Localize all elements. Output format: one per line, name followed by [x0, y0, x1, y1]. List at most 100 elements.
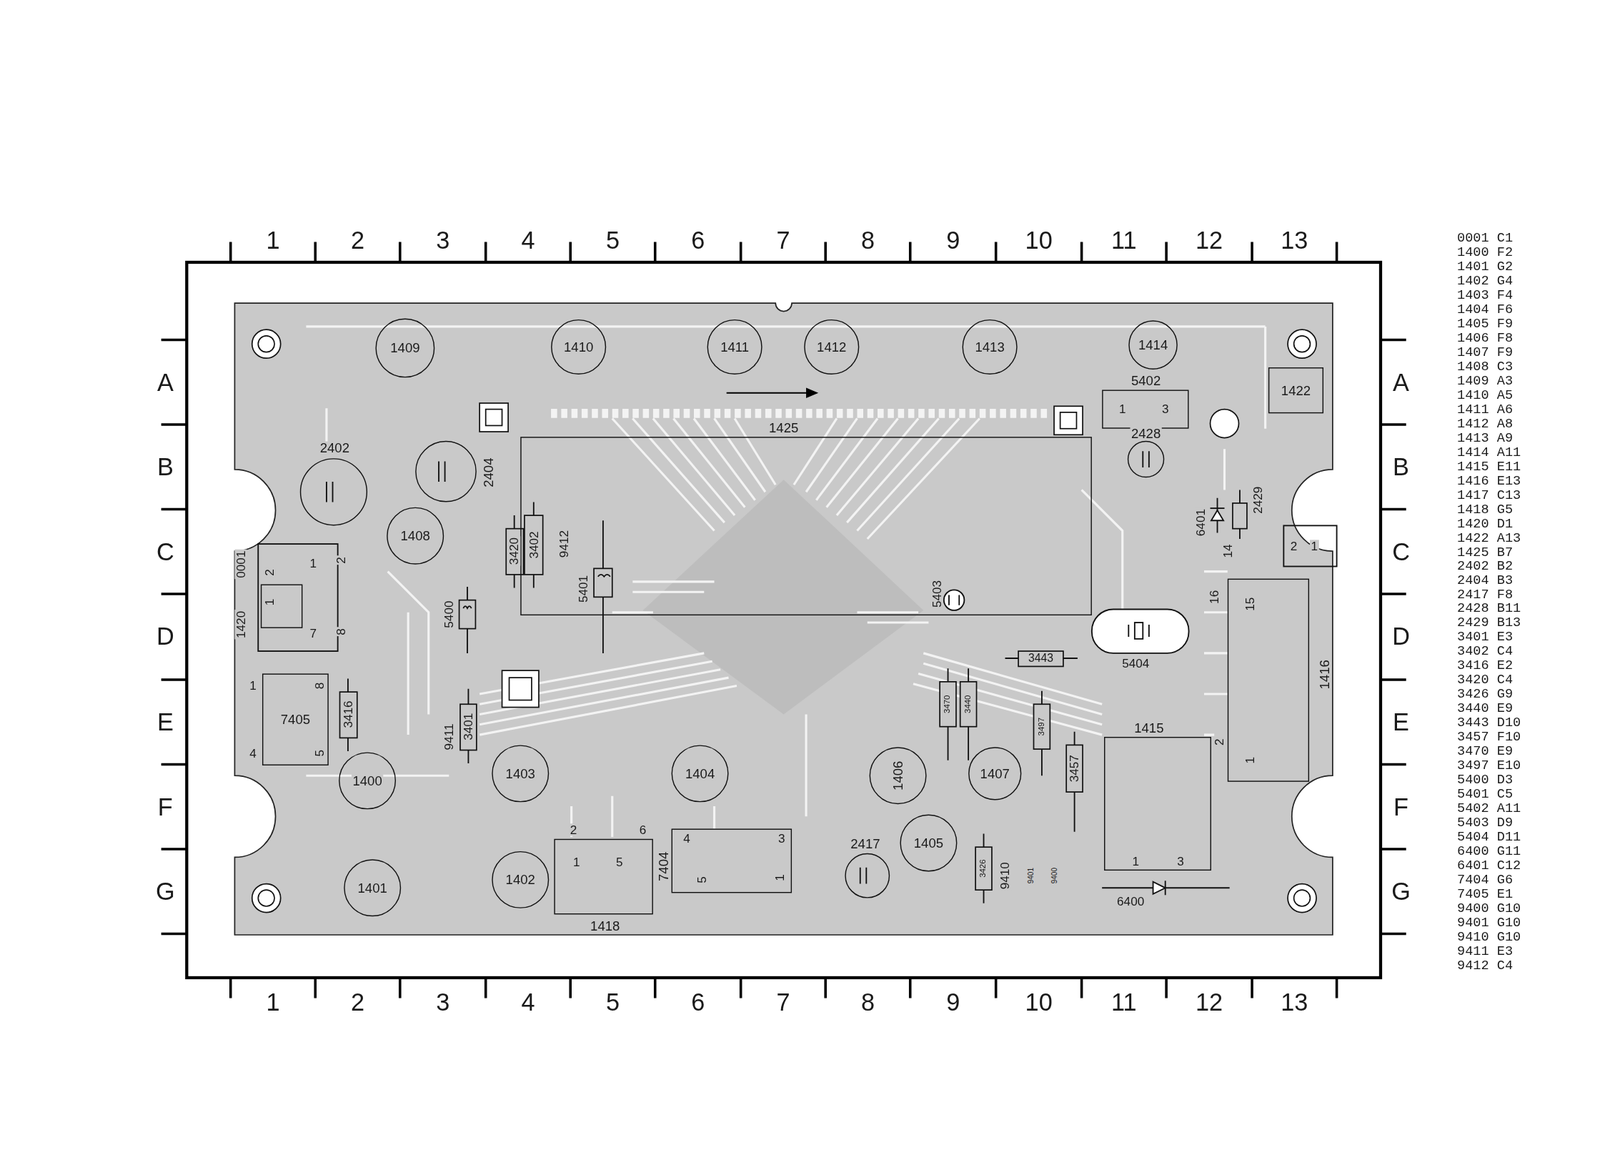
component-label: 1: [773, 873, 786, 882]
reference-table-cell: 1420 D1: [1456, 516, 1515, 531]
grid-reference: G: [1390, 878, 1413, 904]
part-number: 1418: [589, 918, 621, 933]
component-label: 2: [1213, 737, 1226, 747]
part-number: 1422: [1279, 383, 1312, 398]
component-label: 9400: [1050, 866, 1058, 885]
component-label: 1: [1131, 855, 1140, 868]
reference-table-cell: 1408 C3: [1456, 359, 1515, 374]
part-number: 1425: [768, 420, 800, 435]
reference-table-cell: 3401 E3: [1456, 630, 1515, 644]
component-label: 5404: [1121, 657, 1151, 670]
part-number: 2417: [849, 837, 882, 852]
part-number: 7404: [656, 850, 671, 882]
grid-reference: 6: [690, 989, 707, 1015]
reference-table-cell: 1403 F4: [1456, 287, 1515, 302]
component-outline: 1415: [1104, 736, 1212, 871]
grid-reference: 5: [605, 989, 621, 1015]
component-label: 4: [248, 746, 258, 759]
component-outline: 1416: [1227, 578, 1310, 782]
grid-reference: B: [1392, 454, 1411, 479]
component-label: 1: [1244, 756, 1257, 765]
component-label: 5403: [930, 579, 943, 609]
component-label: 9412: [558, 529, 571, 559]
reference-table-cell: 1401 G2: [1456, 259, 1515, 273]
grid-reference: 9: [945, 989, 962, 1015]
reference-table-cell: 1414 A11: [1456, 445, 1523, 459]
reference-table-cell: 1402 G4: [1456, 273, 1515, 288]
part-number: 2428: [1129, 427, 1162, 441]
part-number: 1404: [683, 766, 716, 781]
component-circle: 1411: [707, 319, 763, 375]
component-label: 2429: [1251, 485, 1265, 515]
grid-reference: 8: [859, 989, 876, 1015]
part-number: 1408: [399, 528, 431, 543]
component-label: 14: [1221, 543, 1234, 559]
component-label: 5: [312, 748, 326, 758]
reference-table-cell: 9411 E3: [1456, 944, 1515, 959]
reference-table-cell: 1412 A8: [1456, 416, 1515, 431]
reference-table-cell: 1416 E13: [1456, 473, 1523, 488]
component-circle: 1409: [375, 318, 435, 379]
component-circle: 2417: [844, 853, 890, 899]
component-label: 5401: [577, 573, 590, 604]
component-label: 6400: [1116, 894, 1146, 907]
component-circle: 1402: [491, 851, 549, 909]
part-number: 1409: [389, 341, 421, 356]
component-label: 1: [572, 856, 581, 869]
reference-table-cell: 3470 E9: [1456, 744, 1515, 759]
component-circle: 1413: [962, 319, 1018, 375]
component-label: 1: [308, 557, 318, 570]
component-label: 6: [638, 823, 647, 836]
grid-reference: 10: [1024, 989, 1054, 1015]
grid-reference: F: [1392, 794, 1410, 819]
component-circle: 1401: [343, 858, 401, 917]
reference-table-cell: 3443 D10: [1456, 716, 1523, 730]
component-label: 0001: [234, 549, 247, 579]
part-number: 7405: [279, 712, 311, 727]
grid-reference: D: [1391, 624, 1412, 649]
component-circle: 1404: [671, 744, 729, 802]
reference-table-cell: 3426 G9: [1456, 687, 1515, 702]
component-label: 3497: [1037, 716, 1046, 737]
reference-table-cell: 1400 F2: [1456, 245, 1515, 259]
component-label: 3426: [979, 858, 988, 879]
component-label: 1: [248, 679, 258, 692]
component-outline: 1425: [520, 436, 1092, 616]
reference-table-cell: 3402 C4: [1456, 644, 1515, 659]
reference-table-cell: 3457 F10: [1456, 730, 1523, 744]
part-number: 1412: [816, 340, 848, 354]
grid-reference: 7: [775, 989, 792, 1015]
component-label: 3470: [943, 693, 952, 714]
part-number: 2402: [318, 441, 351, 456]
component-circle: 2428: [1127, 440, 1165, 478]
component-label: 2: [334, 555, 347, 565]
reference-table-cell: 1406 F8: [1456, 330, 1515, 345]
grid-reference: C: [1391, 539, 1412, 564]
reference-table-cell: 2417 F8: [1456, 587, 1515, 601]
part-number: 2404: [482, 456, 496, 489]
component-circle: 1410: [550, 319, 606, 375]
part-number: 1401: [356, 881, 389, 895]
grid-reference: 2: [350, 228, 366, 253]
part-number: 1413: [974, 340, 1006, 354]
component-label: 1420: [234, 609, 247, 639]
component-circle: 2404: [415, 440, 477, 503]
grid-reference: E: [155, 709, 175, 734]
grid-reference: 13: [1279, 989, 1310, 1015]
grid-reference: 11: [1110, 989, 1138, 1015]
component-label: 3457: [1068, 753, 1081, 784]
reference-table-cell: 5400 D3: [1456, 773, 1515, 787]
component-label: 9401: [1026, 866, 1035, 885]
grid-reference: 9: [945, 228, 962, 253]
component-label: 3402: [527, 530, 540, 560]
reference-table-cell: 3497 E10: [1456, 758, 1523, 773]
reference-table-cell: 1405 F9: [1456, 316, 1515, 331]
grid-reference: F: [156, 794, 174, 819]
grid-reference: 2: [350, 989, 366, 1015]
component-label: 1: [262, 597, 276, 606]
component-circle: 1407: [968, 746, 1022, 800]
grid-reference: 12: [1194, 989, 1225, 1015]
part-number: 1402: [504, 873, 536, 887]
component-label: 3440: [964, 693, 972, 714]
component-label: 2: [568, 823, 578, 836]
